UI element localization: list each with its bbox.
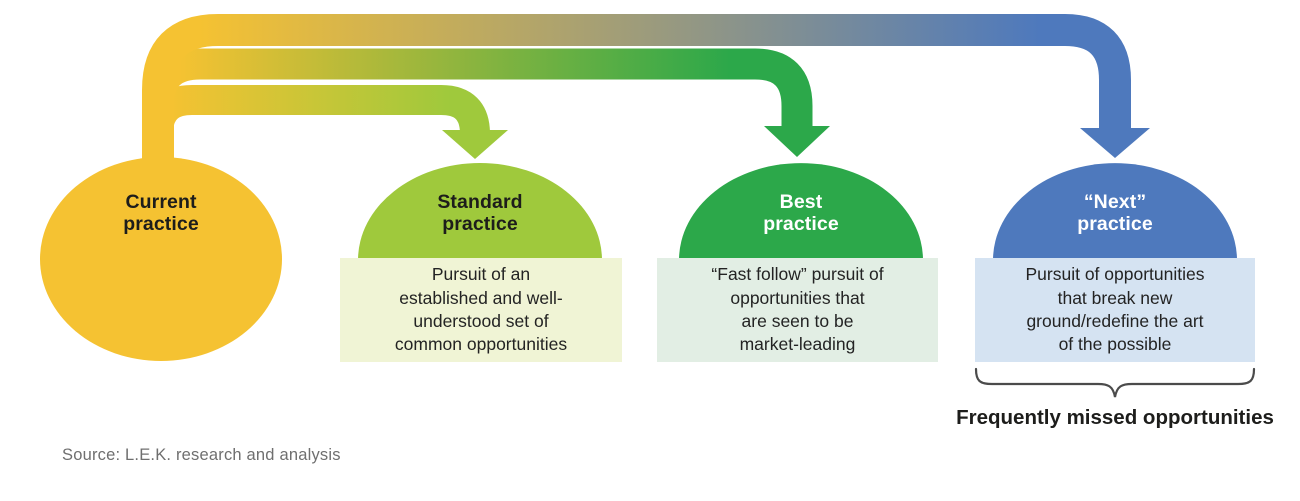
brace — [974, 367, 1256, 398]
arrowhead-next-icon — [1080, 128, 1150, 158]
best-description-box — [657, 258, 938, 362]
arrowhead-best-icon — [764, 126, 830, 157]
current-practice-circle — [40, 157, 282, 361]
next-description-box — [975, 258, 1255, 362]
arrowhead-standard-icon — [442, 130, 508, 159]
standard-description-box — [340, 258, 622, 362]
best-practice-dome — [679, 163, 923, 260]
standard-practice-label: Standard practice — [437, 191, 523, 236]
next-practice-label: “Next” practice — [1077, 191, 1153, 236]
best-practice-label: Best practice — [763, 191, 839, 236]
standard-description-text: Pursuit of an established and well- unde… — [394, 264, 568, 355]
frequently-missed-label: Frequently missed opportunities — [956, 406, 1274, 429]
best-description-text: “Fast follow” pursuit of opportunities t… — [711, 264, 884, 355]
next-description-text: Pursuit of opportunities that break new … — [1025, 264, 1205, 355]
current-practice-label: Current practice — [123, 191, 199, 236]
next-practice-dome — [993, 163, 1237, 260]
source-note: Source: L.E.K. research and analysis — [62, 446, 341, 464]
pipe-to-next — [142, 14, 1131, 262]
standard-practice-dome — [358, 163, 602, 260]
